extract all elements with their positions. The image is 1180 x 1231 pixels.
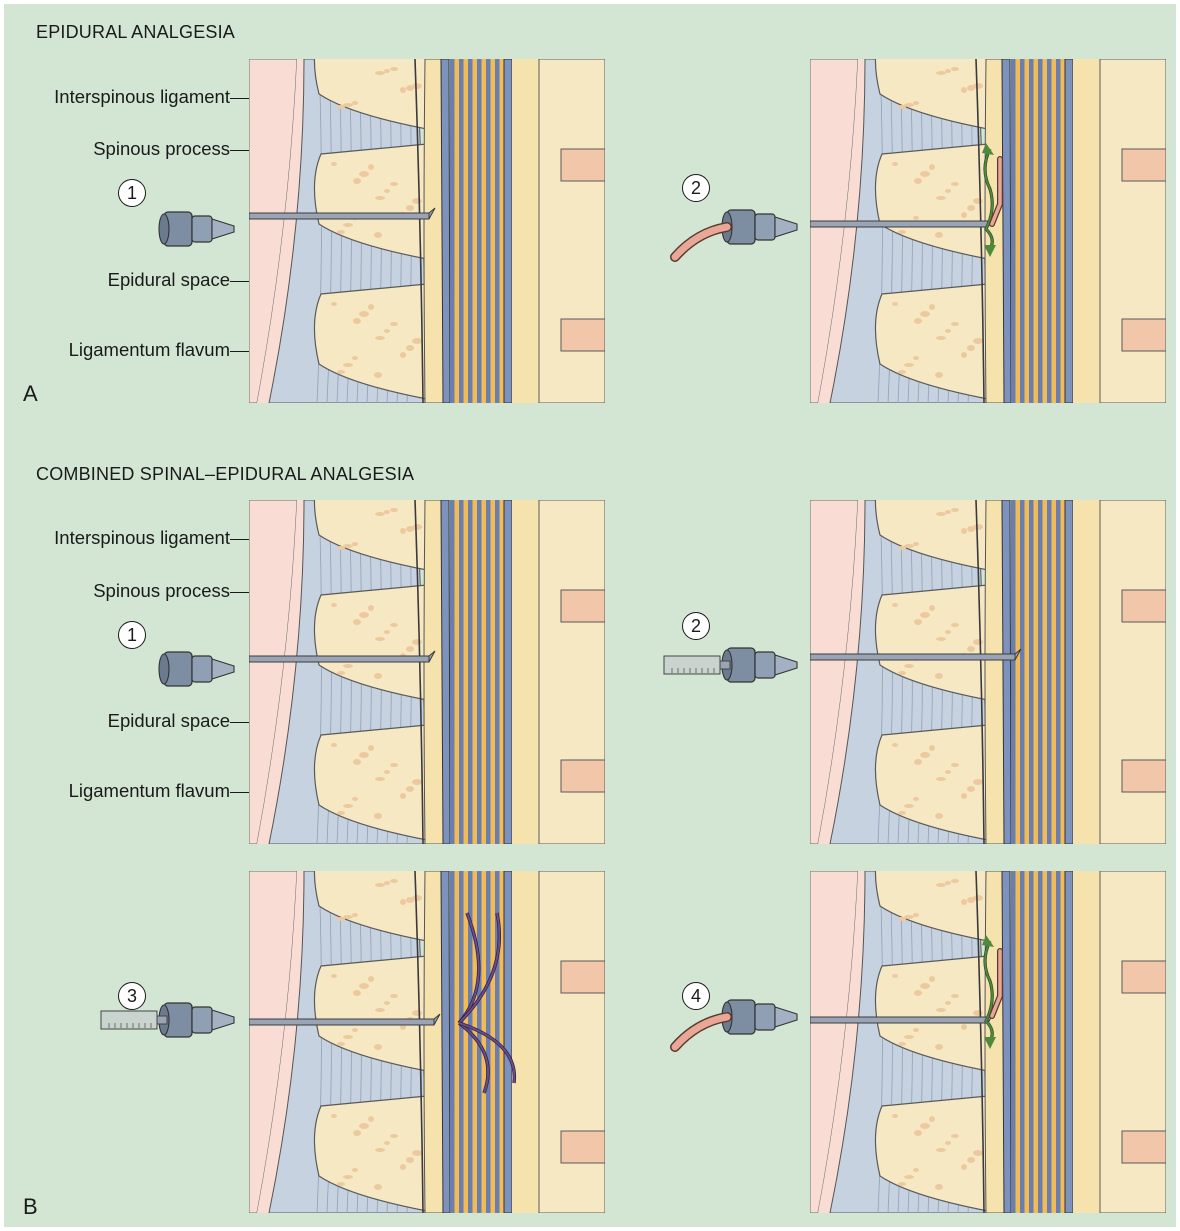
instruments-layer — [4, 4, 1176, 1227]
step-1-marker: 1 — [118, 621, 146, 649]
step-2-marker: 2 — [682, 174, 710, 202]
step-3-marker: 3 — [118, 982, 146, 1010]
step-1-marker: 1 — [118, 179, 146, 207]
step-4-marker: 4 — [682, 982, 710, 1010]
figure: EPIDURAL ANALGESIA COMBINED SPINAL–EPIDU… — [4, 4, 1176, 1227]
syringe — [664, 656, 720, 674]
step-2-marker: 2 — [682, 612, 710, 640]
